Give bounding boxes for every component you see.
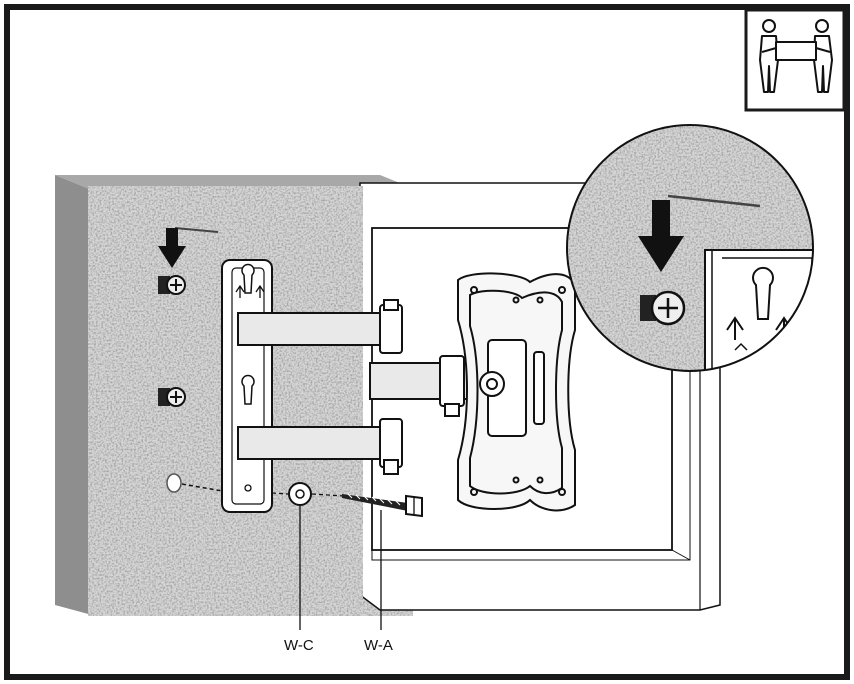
articulating-arm [237, 299, 481, 475]
down-arrow-icon [638, 200, 684, 272]
screw-icon [158, 387, 186, 407]
wall-plate [221, 259, 273, 513]
washer-icon [288, 482, 312, 506]
screw-icon [158, 275, 186, 295]
two-person-lift-icon [744, 8, 846, 112]
screw-icon [342, 493, 423, 518]
wall-anchor-icon [166, 473, 182, 493]
wall-side-face [55, 175, 92, 615]
callout-label-wa: W-A [364, 637, 393, 654]
down-arrow-icon [158, 227, 219, 268]
vesa-bracket [457, 272, 576, 512]
callout-label-wc: W-C [284, 637, 314, 654]
